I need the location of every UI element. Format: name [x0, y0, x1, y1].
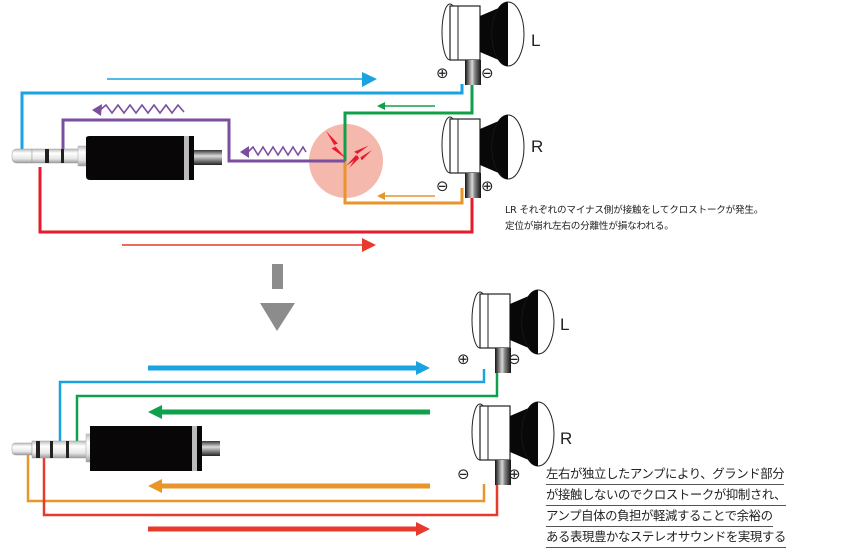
right-channel-label: R [560, 429, 572, 448]
right-return-flow-arrow [377, 192, 435, 200]
headphone-plug-icon [11, 136, 222, 180]
bottom-diagram: L R ⊕ ⊖ ⊖ ⊕ [11, 289, 572, 536]
top-diagram: L R ⊕ ⊖ ⊖ ⊕ [11, 1, 543, 252]
right-plus-symbol: ⊕ [481, 177, 494, 195]
left-minus-symbol: ⊖ [508, 350, 521, 368]
right-minus-symbol: ⊖ [457, 465, 470, 483]
right-return-flow-arrow [148, 479, 430, 493]
independent-amp-caption: 左右が独立したアンプにより、グランド部分 が接触しないのでクロストークが抑制され… [546, 464, 786, 548]
caption-line: アンプ自体の負担が軽減することで余裕の [546, 506, 773, 527]
left-signal-flow-arrow [148, 361, 430, 375]
caption-line: LR それぞれのマイナス側が接触をしてクロストークが発生。 [505, 205, 764, 216]
right-positive-wire [38, 167, 474, 234]
left-return-flow-arrow [148, 405, 430, 419]
left-positive-wire [20, 84, 464, 152]
crosstalk-problem-caption: LR それぞれのマイナス側が接触をしてクロストークが発生。 定位が崩れ左右の分離… [505, 203, 763, 235]
left-negative-wire [75, 369, 499, 441]
right-positive-wire [42, 455, 499, 517]
left-negative-wire [343, 84, 474, 161]
right-channel-label: R [531, 137, 543, 156]
caption-line: ある表現豊かなステレオサウンドを実現する [546, 527, 786, 548]
noise-flow-arrow-upper [92, 103, 185, 116]
caption-line: 定位が崩れ左右の分離性が損なわれる。 [505, 221, 674, 232]
right-negative-wire [26, 455, 486, 503]
left-return-flow-arrow [377, 102, 435, 110]
left-minus-symbol: ⊖ [481, 64, 494, 82]
left-plus-symbol: ⊕ [457, 350, 470, 368]
caption-line: が接触しないのでクロストークが抑制され、 [546, 485, 786, 506]
left-positive-wire [58, 369, 486, 441]
right-signal-flow-arrow [122, 238, 376, 252]
shared-ground-wire [61, 118, 345, 163]
left-channel-label: L [560, 315, 569, 334]
right-negative-wire [343, 161, 464, 205]
left-signal-flow-arrow [107, 72, 377, 87]
caption-line: 左右が独立したアンプにより、グランド部分 [546, 464, 785, 485]
right-minus-symbol: ⊖ [436, 177, 449, 195]
right-plus-symbol: ⊕ [508, 465, 521, 483]
right-signal-flow-arrow [148, 522, 430, 536]
left-plus-symbol: ⊕ [436, 64, 449, 82]
down-arrow-icon [260, 264, 295, 331]
noise-flow-arrow-lower [240, 145, 307, 158]
left-channel-label: L [531, 31, 540, 50]
headphone-plug-icon [11, 426, 220, 471]
